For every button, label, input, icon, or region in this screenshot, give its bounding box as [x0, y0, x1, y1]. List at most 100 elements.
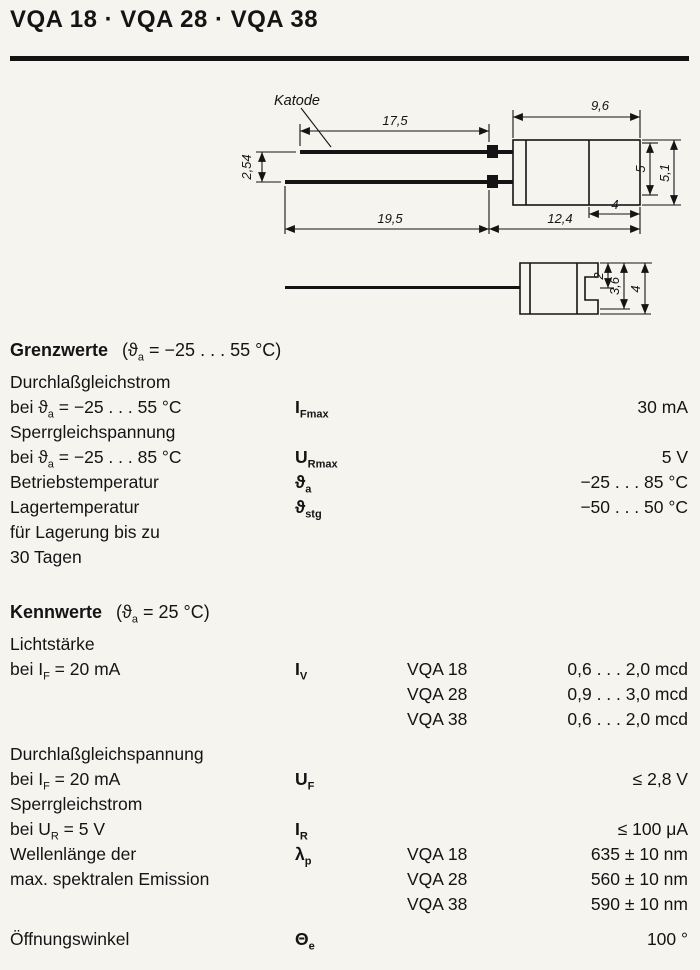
symbol — [295, 682, 407, 707]
parameter-label: bei IF = 20 mA — [10, 769, 121, 793]
value — [493, 545, 688, 570]
dimension-lines-front — [600, 262, 652, 315]
value — [493, 520, 688, 545]
package-drawing: Katode 17,5 9,6 2,54 19,5 12,4 4 5 5,1 2… — [239, 93, 681, 315]
symbol: λp — [295, 844, 312, 868]
spec-line: Sperrgleichstrom — [0, 792, 700, 817]
dim-5-label: 5 — [633, 165, 648, 173]
spec-line: für Lagerung bis zu — [0, 520, 700, 545]
grenzwerte-condition: (ϑa = −25 . . . 55 °C) — [122, 340, 282, 364]
dim-4-front-label: 4 — [628, 285, 643, 292]
value: 0,6 . . . 2,0 mcd — [567, 659, 688, 679]
dim-2-label: 2 — [591, 272, 606, 281]
symbol — [295, 742, 407, 767]
dim-3-6-label: 3,6 — [607, 276, 622, 295]
type-label — [407, 632, 493, 657]
value: ≤ 2,8 V — [632, 769, 688, 789]
grenzwerte-table: Durchlaßgleichstrom bei ϑa = −25 . . . 5… — [0, 370, 700, 570]
type-label — [407, 420, 493, 445]
value: −50 . . . 50 °C — [580, 497, 688, 517]
page-title: VQA 18 · VQA 28 · VQA 38 — [10, 6, 319, 33]
spec-line: Lichtstärke — [0, 632, 700, 657]
grenzwerte-heading: Grenzwerte (ϑa = −25 . . . 55 °C) — [10, 338, 700, 364]
type-label — [407, 445, 493, 470]
symbol — [295, 892, 407, 917]
parameter-label: bei ϑa = −25 . . . 85 °C — [10, 447, 182, 471]
parameter-label: bei ϑa = −25 . . . 55 °C — [10, 397, 182, 421]
parameter-label: max. spektralen Emission — [10, 869, 210, 889]
type-label: VQA 38 — [407, 709, 468, 729]
value: ≤ 100 μA — [617, 819, 688, 839]
symbol: Θe — [295, 929, 315, 953]
type-label — [407, 470, 493, 495]
symbol — [295, 545, 407, 570]
dim-2-54-label: 2,54 — [239, 154, 254, 180]
symbol: ϑa — [295, 472, 312, 496]
parameter-label: bei UR = 5 V — [10, 819, 106, 843]
front-view-lead — [285, 286, 520, 289]
parameter-label: bei IF = 20 mA — [10, 659, 121, 683]
type-label — [407, 545, 493, 570]
symbol: IR — [295, 819, 308, 843]
type-label — [407, 742, 493, 767]
parameter-label: Lichtstärke — [10, 634, 95, 654]
type-label — [407, 395, 493, 420]
spec-line: bei ϑa = −25 . . . 85 °C URmax 5 V — [0, 445, 700, 470]
led-side-view — [285, 139, 641, 206]
spec-line: bei IF = 20 mA IV VQA 18 0,6 . . . 2,0 m… — [0, 657, 700, 682]
spec-line: bei IF = 20 mA UF ≤ 2,8 V — [0, 767, 700, 792]
parameter-label: Durchlaßgleichspannung — [10, 744, 204, 764]
parameter-label: Öffnungswinkel — [10, 929, 130, 949]
spec-line: VQA 38 590 ± 10 nm — [0, 892, 700, 917]
symbol: UF — [295, 769, 315, 793]
dim-9-6-label: 9,6 — [591, 98, 610, 113]
drawing-labels: Katode 17,5 9,6 2,54 19,5 12,4 4 5 5,1 2… — [239, 93, 672, 295]
parameter-label: 30 Tagen — [10, 547, 82, 567]
spec-line: Betriebstemperatur ϑa −25 . . . 85 °C — [0, 470, 700, 495]
value: −25 . . . 85 °C — [580, 472, 688, 492]
symbol — [295, 520, 407, 545]
dim-5-1-label: 5,1 — [657, 164, 672, 182]
kennwerte-title: Kennwerte — [10, 602, 103, 622]
type-label — [407, 767, 493, 792]
value: 560 ± 10 nm — [590, 869, 688, 889]
symbol — [295, 867, 407, 892]
value — [493, 420, 688, 445]
parameter-label — [10, 707, 295, 732]
led-body-outline — [512, 139, 641, 206]
spec-line: VQA 38 0,6 . . . 2,0 mcd — [0, 707, 700, 732]
dim-19-5-label: 19,5 — [377, 211, 403, 226]
dim-17-5-label: 17,5 — [382, 113, 408, 128]
cathode-lead — [300, 150, 513, 154]
kennwerte-section: Kennwerte(ϑa = 25 °C) Lichtstärke bei IF… — [0, 600, 700, 952]
symbol — [295, 632, 407, 657]
specifications: Grenzwerte (ϑa = −25 . . . 55 °C) Durchla… — [0, 338, 700, 952]
spec-line: max. spektralen Emission VQA 28 560 ± 10… — [0, 867, 700, 892]
symbol — [295, 792, 407, 817]
katode-leader-line — [300, 107, 332, 148]
type-label: VQA 28 — [407, 684, 468, 704]
lead-crimp-top — [487, 145, 498, 158]
symbol — [295, 420, 407, 445]
dimension-lines-side — [256, 107, 681, 234]
type-label: VQA 38 — [407, 894, 468, 914]
parameter-label: Sperrgleichspannung — [10, 422, 176, 442]
led-front-view — [285, 262, 599, 315]
kennwerte-heading: Kennwerte(ϑa = 25 °C) — [10, 600, 700, 625]
spec-line: Wellenlänge der λp VQA 18 635 ± 10 nm — [0, 842, 700, 867]
type-label: VQA 18 — [407, 844, 468, 864]
value: 0,6 . . . 2,0 mcd — [567, 709, 688, 729]
spec-line: bei UR = 5 V IR ≤ 100 μA — [0, 817, 700, 842]
spec-line: Sperrgleichspannung — [0, 420, 700, 445]
symbol: ϑstg — [295, 497, 322, 521]
type-label — [407, 792, 493, 817]
parameter-label: Wellenlänge der — [10, 844, 137, 864]
type-label — [407, 817, 493, 842]
spec-line: bei ϑa = −25 . . . 55 °C IFmax 30 mA — [0, 395, 700, 420]
grenzwerte-title: Grenzwerte — [10, 340, 109, 360]
value: 30 mA — [637, 397, 688, 417]
type-label — [407, 370, 493, 395]
value: 635 ± 10 nm — [590, 844, 688, 864]
symbol: URmax — [295, 447, 338, 471]
